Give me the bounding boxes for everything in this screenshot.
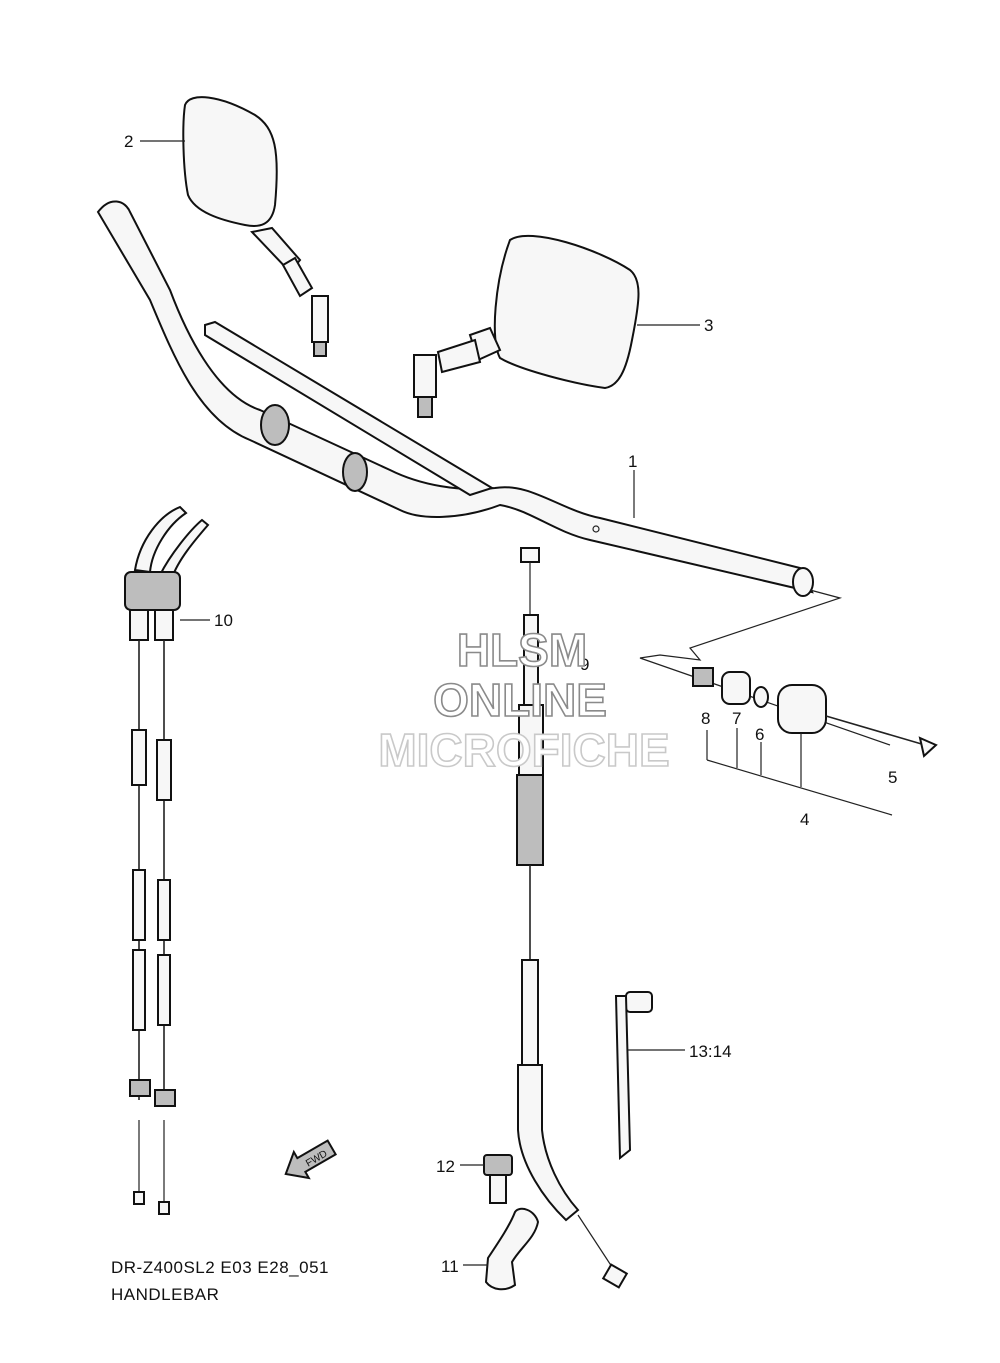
mirror-right[interactable]	[413, 234, 640, 418]
callout-7: 7	[732, 709, 741, 728]
watermark-line-3: MICROFICHE	[378, 724, 669, 776]
callout-1: 1	[628, 452, 637, 471]
callout-9: 9	[580, 655, 589, 674]
handlebar-balancer-assembly[interactable]	[639, 589, 938, 816]
callout-4: 4	[800, 810, 809, 829]
callouts: 1 2 3 4 5 6 7 8 9 10 11 12 13:14	[124, 132, 897, 1276]
fwd-arrow: FWD	[284, 1139, 338, 1180]
watermark-line-1: HLSM	[457, 624, 587, 676]
bolt[interactable]	[483, 1154, 513, 1204]
leader-lines	[140, 140, 700, 1266]
mirror-left[interactable]	[182, 96, 329, 357]
callout-12: 12	[436, 1157, 455, 1176]
callout-5: 5	[888, 768, 897, 787]
clutch-cable[interactable]	[516, 547, 629, 1289]
callout-11: 11	[441, 1257, 459, 1276]
callout-8: 8	[701, 709, 710, 728]
callout-3: 3	[704, 316, 713, 335]
watermark: HLSM ONLINE MICROFICHE	[378, 623, 671, 777]
callout-10: 10	[214, 611, 233, 630]
cable-clamp[interactable]	[484, 1207, 540, 1291]
watermark-line-2: ONLINE	[433, 674, 607, 726]
callout-2: 2	[124, 132, 133, 151]
diagram-title: HANDLEBAR	[111, 1285, 220, 1304]
throttle-cable-assembly[interactable]	[124, 505, 210, 1215]
callout-13-14: 13:14	[689, 1042, 732, 1061]
handlebar[interactable]	[96, 200, 814, 597]
callout-6: 6	[755, 725, 764, 744]
model-code: DR-Z400SL2 E03 E28_051	[111, 1258, 329, 1277]
cable-tie[interactable]	[614, 991, 653, 1161]
